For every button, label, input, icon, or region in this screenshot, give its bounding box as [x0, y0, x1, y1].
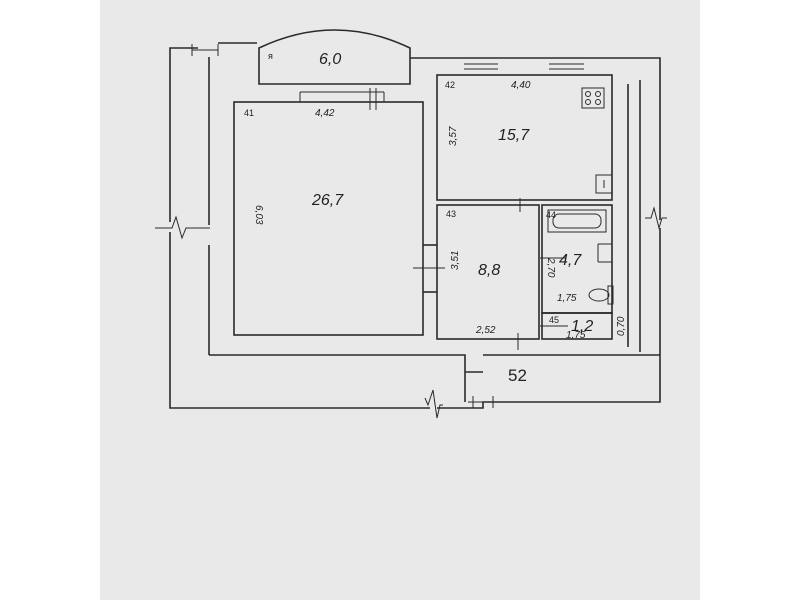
sink-icon: [595, 174, 613, 194]
bathroom-area: 4,7: [559, 252, 582, 269]
wc-width: 1,75: [566, 330, 586, 341]
living-area: 26,7: [311, 192, 344, 209]
bathroom-width: 1,75: [557, 293, 577, 304]
bathroom-length: 2,70: [545, 257, 556, 278]
bathroom-index: 44: [546, 210, 556, 220]
outer-walls: [169, 42, 661, 409]
wc-index: 45: [549, 315, 559, 325]
bedroom-area: 8,8: [478, 262, 500, 279]
bedroom-index: 43: [446, 209, 456, 219]
wc-length: 0,70: [616, 316, 627, 336]
living-length: 6,03: [253, 205, 264, 225]
apartment-number: 52: [508, 366, 527, 385]
room-bedroom: [436, 198, 540, 350]
entrance-door: [468, 396, 498, 408]
wc-area: 1,2: [571, 318, 593, 335]
toilet-icon: [588, 285, 614, 305]
stove-icon: [581, 87, 605, 109]
room-wc: [540, 312, 613, 340]
bedroom-length: 3,51: [450, 251, 461, 270]
wall-break-marks: [155, 206, 667, 419]
kitchen-length: 3,57: [448, 126, 459, 146]
kitchen-area: 15,7: [498, 127, 530, 144]
kitchen-width: 4,40: [511, 80, 531, 91]
living-width: 4,42: [315, 108, 335, 119]
bathtub-icon: [547, 209, 607, 233]
balcony-area: 6,0: [319, 51, 341, 68]
kitchen-index: 42: [445, 80, 455, 90]
balcony-mark: я: [268, 51, 273, 61]
room-kitchen: [436, 63, 613, 201]
partition-living-bedroom: [413, 244, 445, 293]
bedroom-width: 2,52: [475, 325, 496, 336]
balcony: [191, 29, 411, 85]
living-index: 41: [244, 108, 254, 118]
room-living: [233, 88, 424, 336]
